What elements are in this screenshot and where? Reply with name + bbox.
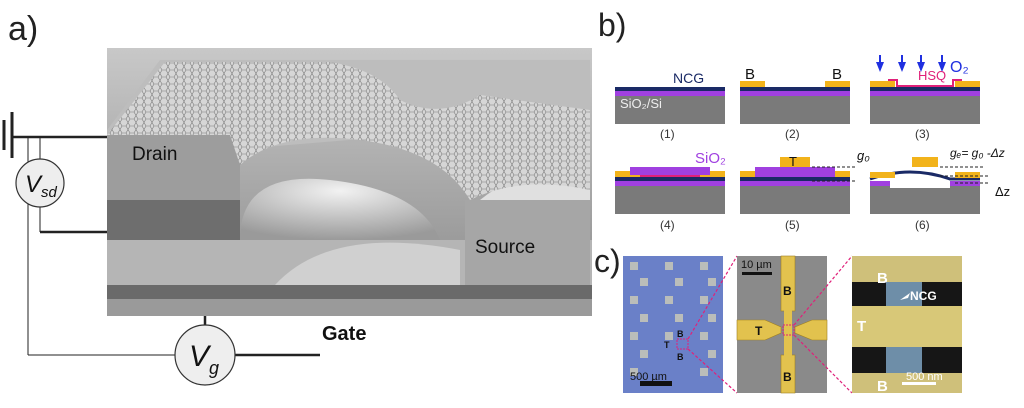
vsd-symbol: V [25,171,43,198]
source-label: Source [475,237,535,258]
img1-scale-label: 500 µm [630,371,667,383]
step-3-label: (3) [915,127,930,141]
vg-symbol: V [189,340,212,373]
step-2-label: (2) [785,127,800,141]
vg-subscript: g [209,358,219,378]
o2-label: O₂ [950,59,969,76]
step-1-diagram [615,87,725,124]
sem-image [852,256,962,393]
panel-a-label: a) [8,10,38,48]
vsd-subscript: sd [41,184,58,201]
drain-label: Drain [132,144,177,165]
optical-image-device [736,255,828,394]
img1-t: T [664,340,670,350]
img2-b-bottom: B [783,370,792,384]
step-1-label: (1) [660,127,675,141]
img3-b-bottom: B [877,378,888,395]
b-left-label: B [745,66,755,83]
g0-label: g₀ [857,148,870,163]
img2-t: T [755,324,763,338]
sio2-label: SiO₂ [695,150,726,167]
step-4-diagram [615,167,725,214]
img3-b-top: B [877,270,888,287]
circuit-wires [2,112,320,357]
zoom-line [793,255,853,326]
step-6-label: (6) [915,218,930,232]
img3-scale-label: 500 nm [906,371,943,383]
img2-b-top: B [783,284,792,298]
img3-t: T [857,318,866,335]
zoom-line [687,255,738,340]
step-6-diagram [869,157,990,214]
t-label: T [789,154,797,169]
o2-arrows-icon [876,55,946,72]
img3-ncg: NCG [910,289,937,303]
step-5-label: (5) [785,218,800,232]
step-2-diagram [740,81,850,124]
substrate-label: SiO₂/Si [620,96,662,111]
img1-b-bottom: B [677,352,684,362]
device-rendering [107,48,592,316]
step-3-diagram [870,79,980,124]
panel-c-label: c) [594,243,621,279]
zoom-line [687,348,738,394]
img2-scale-label: 10 µm [741,259,772,271]
vg-source-icon [174,324,236,386]
ge-label: gₑ= g₀ -Δz [950,146,1005,160]
panel-b-label: b) [598,7,626,43]
step-4-label: (4) [660,218,675,232]
hsq-label: HSQ [918,68,946,83]
dz-label: Δz [995,184,1010,199]
vsd-source-icon [15,158,65,208]
optical-image-wafer [623,256,723,393]
img1-b-top: B [677,329,684,339]
b-right-label: B [832,66,842,83]
step-5-diagram [740,157,855,214]
ncg-label: NCG [673,70,704,86]
zoom-line [793,334,853,394]
gate-label: Gate [322,323,366,345]
